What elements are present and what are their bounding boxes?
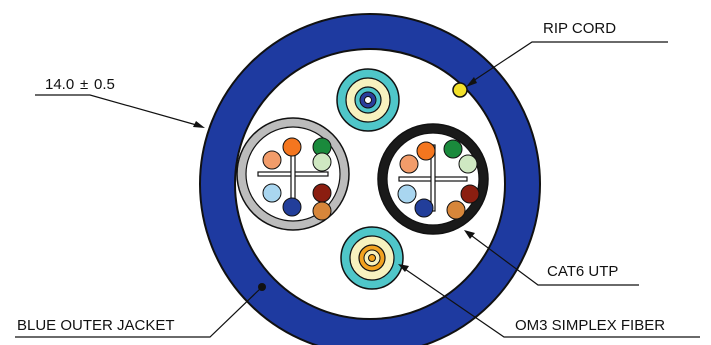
jacket-inner-space <box>234 48 506 320</box>
cat6-cable-left <box>236 117 350 231</box>
rip-cord-label: RIP CORD <box>543 20 616 37</box>
om3-fiber-bottom <box>340 226 404 290</box>
om3-simplex-fiber-label: OM3 SIMPLEX FIBER <box>515 317 665 334</box>
dimension-tolerance: 0.5 <box>94 76 115 93</box>
rip-cord <box>452 82 468 98</box>
om3-simplex-fiber-callout: OM3 SIMPLEX FIBER <box>398 264 700 338</box>
twisted-pairs <box>397 139 480 220</box>
cat6-cable-right <box>377 123 489 235</box>
dimension-value: 14.0 <box>45 76 74 93</box>
dimension-tolerance-symbol: ± <box>80 76 88 93</box>
blue-outer-jacket-callout: BLUE OUTER JACKET <box>15 283 266 338</box>
om3-fiber-top <box>336 68 400 132</box>
twisted-pairs <box>262 137 332 221</box>
rip-cord-callout: RIP CORD <box>466 20 668 87</box>
cat6-utp-callout: CAT6 UTP <box>464 230 639 286</box>
cat6-utp-label: CAT6 UTP <box>547 263 618 280</box>
dimension-callout: 14.0 ± 0.5 <box>35 76 205 128</box>
blue-outer-jacket-label: BLUE OUTER JACKET <box>17 317 175 334</box>
